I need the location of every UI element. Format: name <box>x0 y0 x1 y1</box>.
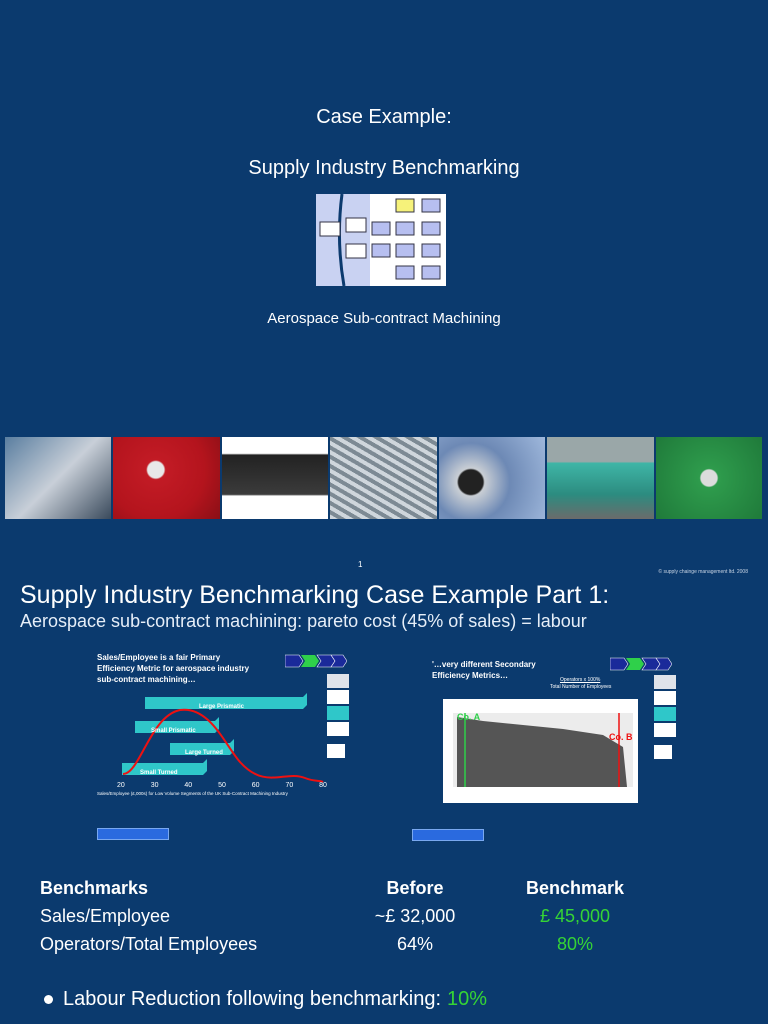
left-panel-note: Sales/Employee is a fair Primary Efficie… <box>97 653 250 684</box>
left-panel-footer-bar <box>97 828 169 840</box>
x-axis-ticks: 20 30 40 50 60 70 80 <box>117 782 327 789</box>
table-row: Operators/Total Employees 64% 80% <box>40 930 740 958</box>
header-benchmark: Benchmark <box>525 877 625 898</box>
operators-ratio-chart <box>453 713 633 787</box>
bullet-value: 10% <box>447 988 488 1010</box>
x-tick: 80 <box>319 782 327 789</box>
table-header-row: Benchmarks Before Benchmark <box>40 874 740 902</box>
row-benchmark: £ 45,000 <box>539 905 611 926</box>
table-row: Sales/Employee ~£ 32,000 £ 45,000 <box>40 902 740 930</box>
page-number: 1 <box>358 560 363 569</box>
slide1-subtitle: Supply Industry Benchmarking <box>248 157 520 179</box>
formula-bottom: Total Number of Employees <box>550 684 612 690</box>
machined-parts-photo <box>113 437 220 519</box>
copyright-text: © supply chainge management ltd. 2008 <box>658 569 748 575</box>
photo-strip <box>5 437 762 519</box>
row-before: 64% <box>396 933 434 954</box>
distribution-chart: Co. A Co. B <box>443 699 638 803</box>
row-label: Operators/Total Employees <box>40 933 258 954</box>
row-before: ~£ 32,000 <box>374 905 456 926</box>
small-turned-bar <box>122 759 207 775</box>
bar-label-large-turned: Large Turned <box>185 750 223 756</box>
x-tick: 60 <box>251 782 260 789</box>
x-tick: 70 <box>285 782 294 789</box>
machining-center-photo <box>5 437 112 519</box>
right-panel-footer-bar <box>412 829 484 841</box>
right-panel-note: '…very different Secondary Efficiency Me… <box>432 660 536 680</box>
jet-engine-photo <box>438 437 546 519</box>
large-turned-bar <box>170 739 234 755</box>
right-thumbnail-slide: '…very different Secondary Efficiency Me… <box>410 655 730 845</box>
aluminium-parts-photo <box>655 437 762 519</box>
row-benchmark: 80% <box>556 933 594 954</box>
supply-diagram-icon <box>316 194 446 286</box>
slide2-subtitle: Aerospace sub-contract machining: pareto… <box>20 611 587 631</box>
slide1-title: Case Example: <box>316 106 452 128</box>
x-axis-label: Sales/Employee (£,000s) for Low Volume S… <box>97 791 288 796</box>
bullet-dot-icon <box>44 995 53 1004</box>
large-prismatic-bar <box>145 693 307 709</box>
benchmarks-table: Benchmarks Before Benchmark Sales/Employ… <box>40 874 740 958</box>
bullet-text: Labour Reduction following benchmarking: <box>63 988 442 1010</box>
bar-label-large-prismatic: Large Prismatic <box>199 704 245 710</box>
row-label: Sales/Employee <box>40 905 171 926</box>
chevron-arrows-icon <box>610 657 672 671</box>
cnc-machine-photo <box>221 437 329 519</box>
stack-icons <box>327 674 349 764</box>
turbine-engineer-photo <box>330 437 437 519</box>
x-tick: 50 <box>218 782 226 789</box>
co-a-label: Co. A <box>457 712 481 722</box>
x-tick: 20 <box>117 782 125 789</box>
bar-label-small-turned: Small Turned <box>140 770 178 776</box>
x-tick: 30 <box>150 782 159 789</box>
header-before: Before <box>386 877 444 898</box>
distribution-curve <box>122 708 324 783</box>
stack-icons <box>654 675 676 765</box>
chevron-arrows-icon <box>285 654 347 668</box>
slide1-caption: Aerospace Sub-contract Machining <box>267 310 501 327</box>
bar-label-small-prismatic: Small Prismatic <box>151 728 196 734</box>
slide2-title: Supply Industry Benchmarking Case Exampl… <box>20 581 610 609</box>
x-tick: 40 <box>184 782 193 789</box>
bullet-item: Labour Reduction following benchmarking:… <box>44 988 487 1011</box>
lathe-workshop-photo <box>547 437 654 519</box>
header-benchmarks: Benchmarks <box>40 877 149 898</box>
left-thumbnail-slide: Sales/Employee is a fair Primary Efficie… <box>95 650 415 840</box>
formula-top: Operators x 100% <box>560 677 601 683</box>
co-b-label: Co. B <box>609 732 633 742</box>
sales-employee-chart <box>122 693 324 783</box>
